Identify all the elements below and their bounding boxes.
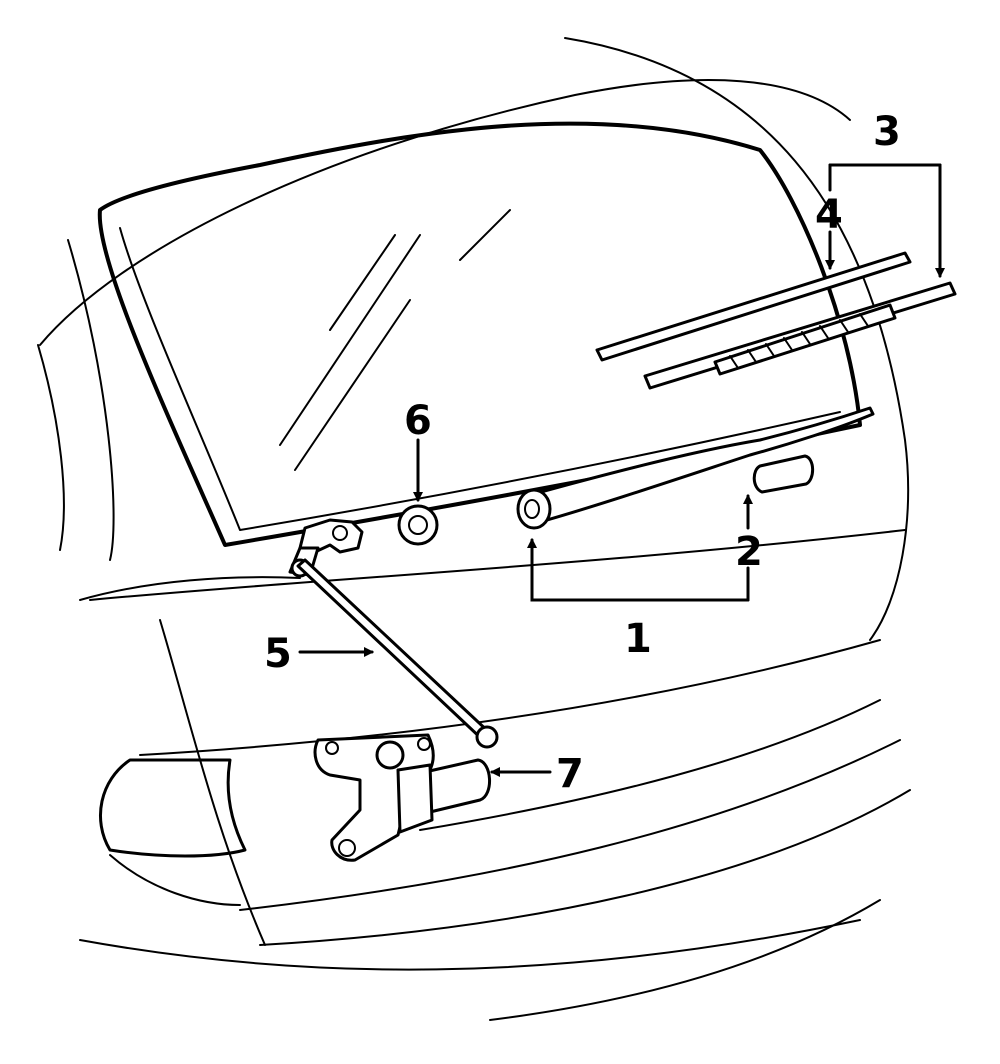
body-line-4 [239, 739, 901, 911]
left-body-inner [67, 239, 115, 561]
body-line-2 [139, 639, 881, 756]
glass-frame-inner [119, 227, 841, 531]
glass-frame-outer [97, 121, 862, 547]
callout-4: 4 [815, 192, 843, 238]
wiper-arm-pivot [516, 488, 552, 530]
wiper-link-assembly [288, 518, 499, 749]
callout-5: 5 [264, 631, 292, 677]
grommet [397, 504, 439, 546]
bumper-line [79, 919, 861, 971]
vehicle-body [37, 37, 911, 1021]
roof-line [39, 79, 851, 346]
glass-glare-2 [279, 234, 421, 446]
tail-light [98, 758, 247, 858]
wiper-arm [528, 406, 875, 524]
wiper-motor [313, 733, 491, 862]
left-body-panel [79, 576, 301, 601]
glass-glare-4 [459, 209, 511, 261]
body-line-5 [259, 789, 911, 946]
callout-labels: 1 2 3 4 5 6 7 [264, 109, 901, 797]
motor-bracket [313, 733, 435, 862]
tailgate-left-edge [159, 619, 266, 946]
body-line-3 [419, 699, 881, 831]
wiper-arm-assembly [516, 406, 875, 530]
left-body-outer [37, 344, 65, 551]
callout-2: 2 [735, 529, 763, 575]
blade-insert [595, 251, 912, 362]
blade-frame [713, 303, 897, 376]
callout-1: 1 [624, 616, 652, 662]
wiper-arm-cap [752, 454, 815, 494]
callout-leaders [298, 163, 945, 777]
glass-glare-1 [329, 234, 396, 331]
callout-7: 7 [556, 751, 584, 797]
motor-body [423, 758, 491, 814]
rear-glass [97, 121, 862, 547]
body-line-1 [89, 529, 906, 601]
callout-6: 6 [404, 398, 432, 444]
callout-3: 3 [873, 109, 901, 155]
bumper-lower [489, 899, 881, 1021]
wiper-blade-assembly [595, 251, 957, 390]
tail-light-lower [109, 854, 241, 906]
glass-glare-3 [294, 299, 411, 471]
motor-gear-housing [396, 763, 434, 834]
roof-edge [564, 37, 910, 641]
